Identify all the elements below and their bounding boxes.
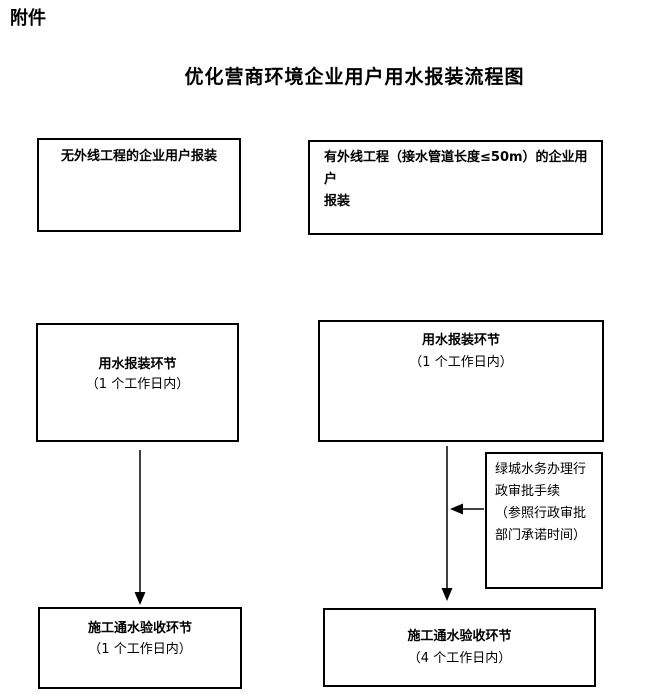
apply-step-box-left: 用水报装环节 （1 个工作日内） <box>36 323 239 442</box>
approval-note-line4: 部门承诺时间） <box>495 528 587 543</box>
apply-step-left-duration: （1 个工作日内） <box>85 377 190 392</box>
approval-note-line3: （参照行政审批 <box>495 506 587 521</box>
acceptance-step-left-duration: （1 个工作日内） <box>88 642 192 657</box>
acceptance-step-box-left: 施工通水验收环节 （1 个工作日内） <box>38 607 242 689</box>
acceptance-step-right-title: 施工通水验收环节 <box>407 629 512 644</box>
approval-note-line1: 绿城水务办理行 <box>495 462 587 477</box>
entry-box-no-external-works-label: 无外线工程的企业用户报装 <box>60 149 217 164</box>
apply-step-left-title: 用水报装环节 <box>98 357 177 372</box>
acceptance-step-right-duration: （4 个工作日内） <box>407 651 512 666</box>
down-arrow-left-branch <box>134 450 146 605</box>
acceptance-step-box-right: 施工通水验收环节 （4 个工作日内） <box>323 608 596 687</box>
left-arrow-approval-note <box>450 503 484 515</box>
acceptance-step-left-title: 施工通水验收环节 <box>87 621 192 636</box>
entry-box-no-external-works: 无外线工程的企业用户报装 <box>37 138 241 232</box>
apply-step-right-duration: （1 个工作日内） <box>409 355 513 370</box>
attachment-label: 附件 <box>10 8 46 29</box>
approval-note-line2: 政审批手续 <box>495 484 561 499</box>
entry-box-with-external-works-line2: 报装 <box>324 194 351 209</box>
down-arrow-right-branch <box>441 446 453 601</box>
entry-box-with-external-works-line1: 有外线工程（接水管道长度≤50m）的企业用户 <box>324 150 588 187</box>
entry-box-with-external-works: 有外线工程（接水管道长度≤50m）的企业用户 报装 <box>308 140 603 235</box>
page-title: 优化营商环境企业用户用水报装流程图 <box>184 66 525 88</box>
apply-step-box-right: 用水报装环节 （1 个工作日内） <box>318 320 604 442</box>
apply-step-right-title: 用水报装环节 <box>421 333 500 348</box>
approval-note-box: 绿城水务办理行 政审批手续 （参照行政审批 部门承诺时间） <box>485 452 603 589</box>
